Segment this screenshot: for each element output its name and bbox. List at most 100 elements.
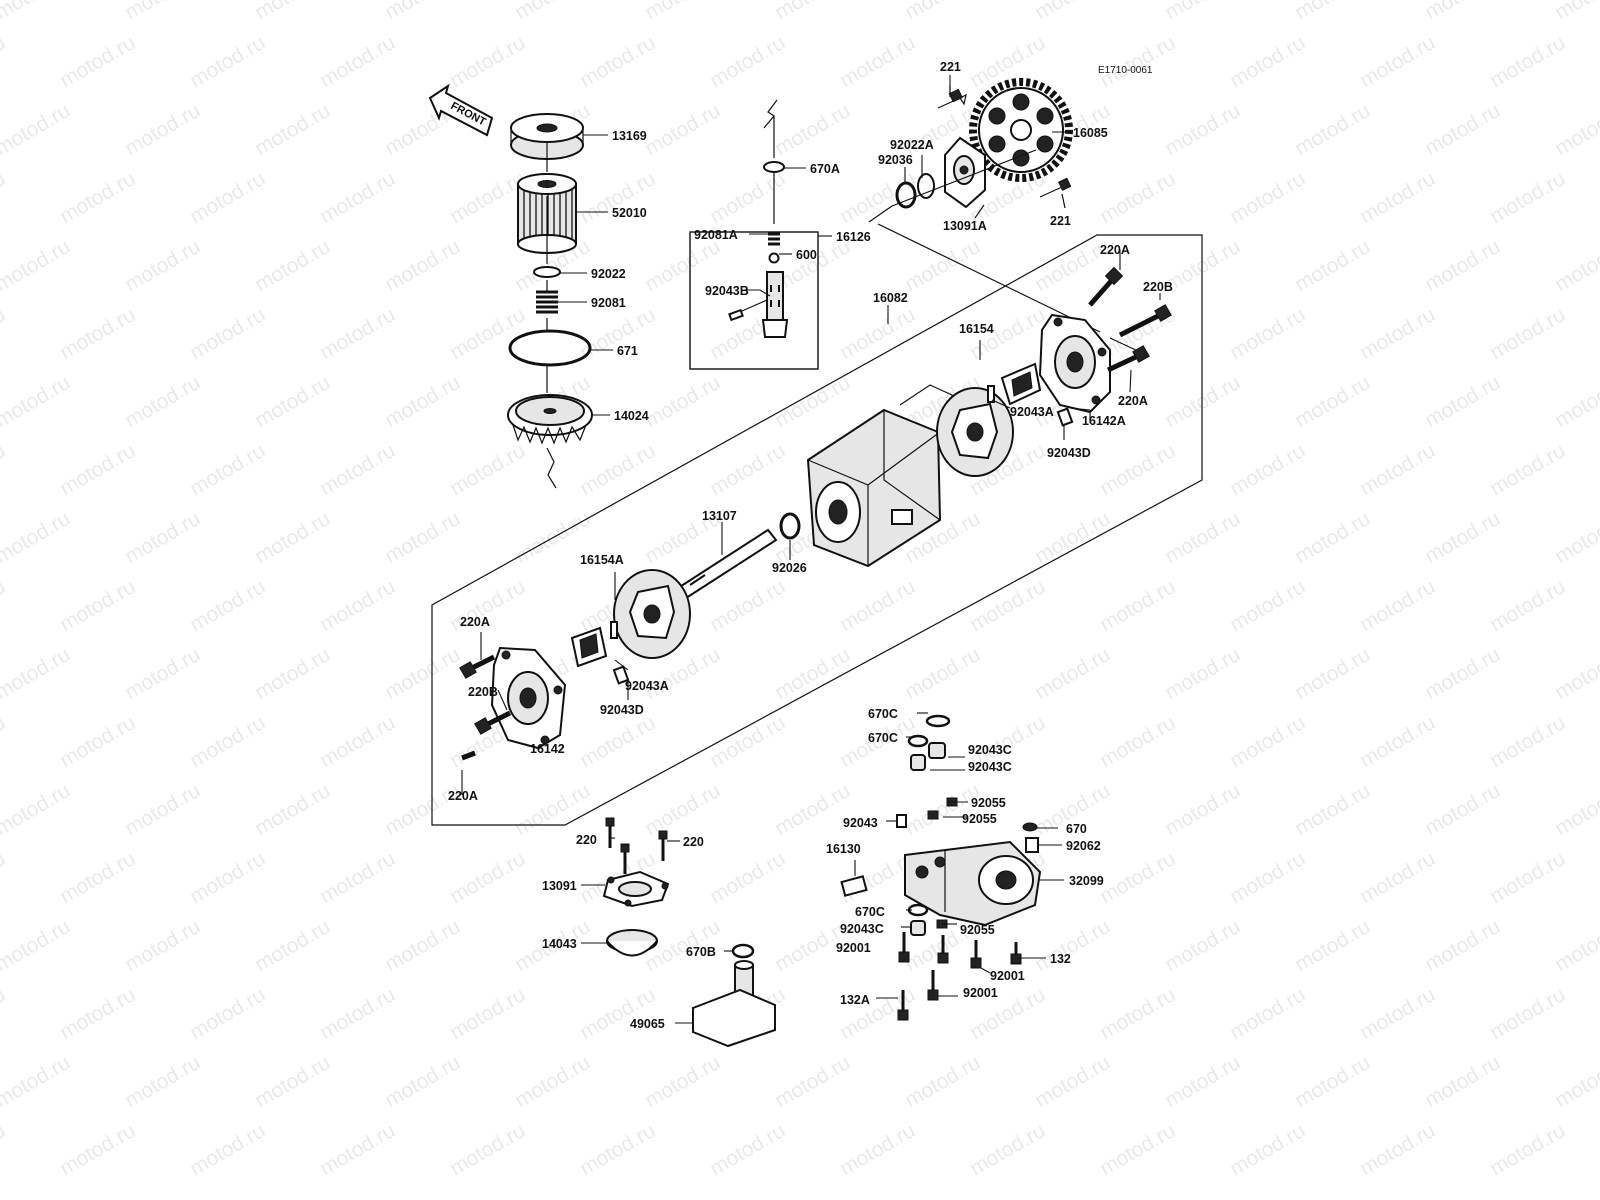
watermark-text: motod.ru (1356, 439, 1439, 500)
watermark-text: motod.ru (1421, 371, 1504, 432)
watermark-text: motod.ru (576, 1119, 659, 1180)
label-92081: 92081 (591, 296, 626, 310)
watermark-text: motod.ru (56, 1119, 139, 1180)
watermark-text: motod.ru (121, 99, 204, 160)
label-220A-left-bottom: 220A (448, 789, 478, 803)
watermark-text: motod.ru (0, 507, 74, 568)
watermark-text: motod.ru (446, 1119, 529, 1180)
watermark-text: motod.ru (56, 575, 139, 636)
label-49065: 49065 (630, 1017, 665, 1031)
label-92022A: 92022A (890, 138, 934, 152)
watermark-text: motod.ru (836, 303, 919, 364)
label-92001-2: 92001 (990, 969, 1025, 983)
watermark-text: motod.ru (0, 983, 9, 1044)
label-92036: 92036 (878, 153, 913, 167)
bolt-220A-right-top (1088, 266, 1124, 307)
watermark-text: motod.ru (1421, 0, 1504, 24)
label-670C-2: 670C (868, 731, 898, 745)
label-92055-3: 92055 (960, 923, 995, 937)
bolt-132A (897, 990, 909, 1021)
outer-rotor-16154A (613, 569, 691, 659)
label-220A-right-top: 220A (1100, 243, 1130, 257)
watermark-text: motod.ru (1226, 847, 1309, 908)
watermark-text: motod.ru (0, 371, 74, 432)
bolt-220B-right (1118, 304, 1172, 338)
watermark-text: motod.ru (1291, 507, 1374, 568)
watermark-text: motod.ru (1291, 643, 1374, 704)
watermark-text: motod.ru (966, 575, 1049, 636)
watermark-text: motod.ru (1486, 1119, 1569, 1180)
watermark-text: motod.ru (1161, 915, 1244, 976)
bolt-92001-2 (937, 935, 949, 964)
washer-92022A (917, 173, 935, 199)
watermark-text: motod.ru (1096, 983, 1179, 1044)
label-92081A: 92081A (694, 228, 738, 242)
watermark-text: motod.ru (966, 1119, 1049, 1180)
watermark-text: motod.ru (1291, 1051, 1374, 1112)
watermark-text: motod.ru (1226, 167, 1309, 228)
watermark-text: motod.ru (1031, 643, 1114, 704)
label-16142A: 16142A (1082, 414, 1126, 428)
watermark-text: motod.ru (1031, 507, 1114, 568)
pin-92043B (728, 308, 744, 322)
watermark-text: motod.ru (576, 711, 659, 772)
watermark-text: motod.ru (771, 371, 854, 432)
pump-body-32099 (904, 840, 1042, 927)
watermark-text: motod.ru (1161, 371, 1244, 432)
part-labels: 13169 52010 92022 92081 671 14024 670A 9… (448, 60, 1173, 1031)
watermark-text: motod.ru (316, 303, 399, 364)
watermark-text: motod.ru (316, 847, 399, 908)
watermark-text: motod.ru (251, 915, 334, 976)
watermark-text: motod.ru (1096, 439, 1179, 500)
label-13091A: 13091A (943, 219, 987, 233)
label-16126: 16126 (836, 230, 871, 244)
label-92022: 92022 (591, 267, 626, 281)
watermark-text: motod.ru (1421, 779, 1504, 840)
watermark-text: motod.ru (0, 643, 74, 704)
watermark-text: motod.ru (1161, 779, 1244, 840)
watermark-text: motod.ru (316, 439, 399, 500)
watermark-text: motod.ru (706, 847, 789, 908)
o-ring-670C-1 (925, 714, 951, 728)
watermark-text: motod.ru (706, 167, 789, 228)
label-600: 600 (796, 248, 817, 262)
watermark-text: motod.ru (1161, 643, 1244, 704)
watermark-text: motod.ru (381, 0, 464, 24)
label-132A: 132A (840, 993, 870, 1007)
o-ring-670A (763, 161, 785, 173)
diagram-code: E1710-0061 (1098, 65, 1153, 76)
label-92055-1: 92055 (971, 796, 1006, 810)
watermark-text: motod.ru (446, 167, 529, 228)
watermark-text: motod.ru (121, 643, 204, 704)
label-92043A-left: 92043A (625, 679, 669, 693)
watermark-text: motod.ru (251, 779, 334, 840)
watermark-text: motod.ru (511, 1051, 594, 1112)
label-92062: 92062 (1066, 839, 1101, 853)
pump-cover-16142A (1038, 313, 1111, 414)
leader-lines (461, 75, 1161, 1024)
watermark-text: motod.ru (1161, 507, 1244, 568)
washer-92026 (779, 512, 801, 540)
watermark-text: motod.ru (446, 847, 529, 908)
watermark-text: motod.ru (576, 31, 659, 92)
watermark-text: motod.ru (121, 915, 204, 976)
watermark-text: motod.ru (0, 99, 74, 160)
bolt-220A-left-bottom (461, 750, 476, 761)
watermark-text: motod.ru (1551, 371, 1600, 432)
watermark-text: motod.ru (641, 99, 724, 160)
watermark-text: motod.ru (1031, 1051, 1114, 1112)
label-220-left: 220 (576, 833, 597, 847)
watermark-text: motod.ru (0, 235, 74, 296)
watermark-text: motod.ru (836, 575, 919, 636)
watermark-text: motod.ru (251, 99, 334, 160)
watermark-text: motod.ru (1486, 983, 1569, 1044)
watermark-text: motod.ru (1551, 0, 1600, 24)
watermark-text: motod.ru (1226, 31, 1309, 92)
o-ring-670C-2 (907, 734, 929, 748)
watermark-text: motod.ru (316, 711, 399, 772)
watermark-text: motod.ru (771, 99, 854, 160)
bolt-220-right (658, 830, 668, 861)
bolt-220B-left (474, 710, 512, 735)
